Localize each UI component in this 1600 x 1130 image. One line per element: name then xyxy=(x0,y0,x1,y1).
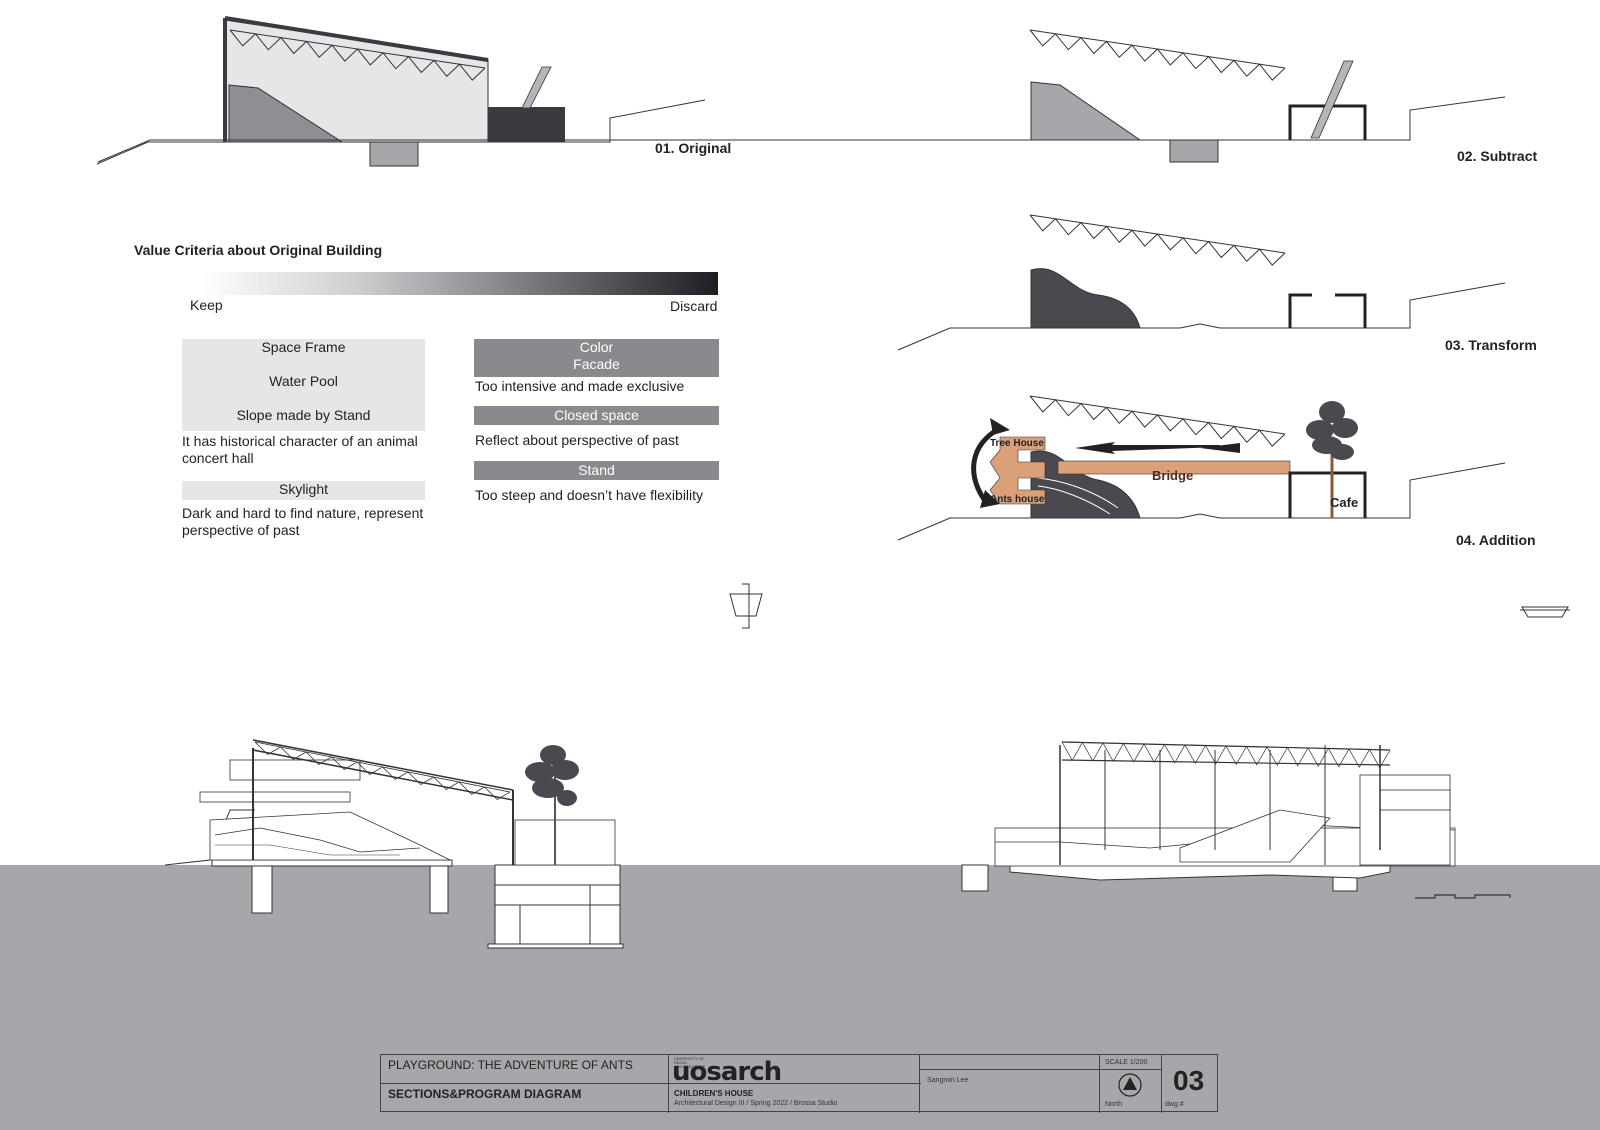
item-slope-stand: Slope made by Stand xyxy=(236,407,371,423)
color-facade-box: Color Facade xyxy=(474,339,719,377)
diagram-transform xyxy=(897,214,1506,351)
item-space-frame: Space Frame xyxy=(261,339,346,355)
uosarch-logo: uosarch xyxy=(672,1057,782,1087)
scale-bar xyxy=(1415,894,1511,899)
stage-label-original: 01. Original xyxy=(655,140,732,156)
dwg-label: dwg # xyxy=(1165,1101,1184,1108)
tree-icon xyxy=(1306,401,1358,460)
closed-space-box: Closed space xyxy=(474,406,719,425)
color-facade-description: Too intensive and made exclusive xyxy=(475,378,685,394)
section-drawing-right xyxy=(961,741,1456,892)
sheet-title: SECTIONS&PROGRAM DIAGRAM xyxy=(388,1087,582,1101)
scale-text: SCALE 1/200 xyxy=(1105,1059,1148,1066)
author-name: Sangmin Lee xyxy=(927,1077,969,1084)
skylight-box: Skylight xyxy=(182,481,425,500)
label-tree-house: Tree House xyxy=(990,438,1044,449)
section-tree-icon xyxy=(525,745,579,806)
bridge-shape xyxy=(1057,460,1291,475)
closed-space-description: Reflect about perspective of past xyxy=(475,432,679,448)
label-bridge: Bridge xyxy=(1152,468,1194,483)
diagram-subtract xyxy=(97,29,1506,163)
scale-discard-label: Discard xyxy=(670,298,718,314)
stage-label-addition: 04. Addition xyxy=(1456,532,1536,548)
keep-discard-gradient xyxy=(200,272,718,295)
section-drawing-left xyxy=(164,739,624,949)
facade-label: Facade xyxy=(573,356,620,372)
stage-label-transform: 03. Transform xyxy=(1445,337,1537,353)
section-marker-left-icon xyxy=(729,583,763,629)
diagram-addition xyxy=(897,395,1506,541)
stand-box: Stand xyxy=(474,461,719,480)
color-label: Color xyxy=(579,339,614,355)
section-marker-right-icon xyxy=(1520,606,1570,618)
stand-description: Too steep and doesn’t have flexibility xyxy=(475,487,704,503)
logo-small-text: UNIVERSITY OF SEOUL ARCHITECTURE xyxy=(674,1056,706,1069)
dwg-number: 03 xyxy=(1173,1065,1205,1096)
course-info: Architectural Design III / Spring 2022 /… xyxy=(674,1100,838,1107)
north-label: North xyxy=(1105,1101,1123,1108)
stage-label-subtract: 02. Subtract xyxy=(1457,148,1538,164)
building-name: CHILDREN'S HOUSE xyxy=(674,1089,754,1098)
north-arrow-icon xyxy=(1118,1073,1142,1097)
scale-keep-label: Keep xyxy=(190,297,223,313)
label-ants-house: Ants house xyxy=(990,494,1045,505)
value-criteria-title: Value Criteria about Original Building xyxy=(134,242,383,258)
keep-group-description: It has historical character of an animal… xyxy=(182,433,418,466)
diagram-original xyxy=(96,16,706,167)
title-block: PLAYGROUND: THE ADVENTURE OF ANTS SECTIO… xyxy=(380,1054,1218,1113)
label-cafe: Cafe xyxy=(1330,495,1359,510)
project-title: PLAYGROUND: THE ADVENTURE OF ANTS xyxy=(388,1058,633,1072)
item-water-pool: Water Pool xyxy=(269,373,338,389)
keep-group-box: Space Frame Water Pool Slope made by Sta… xyxy=(182,339,425,431)
skylight-description: Dark and hard to find nature, represent … xyxy=(182,505,424,538)
